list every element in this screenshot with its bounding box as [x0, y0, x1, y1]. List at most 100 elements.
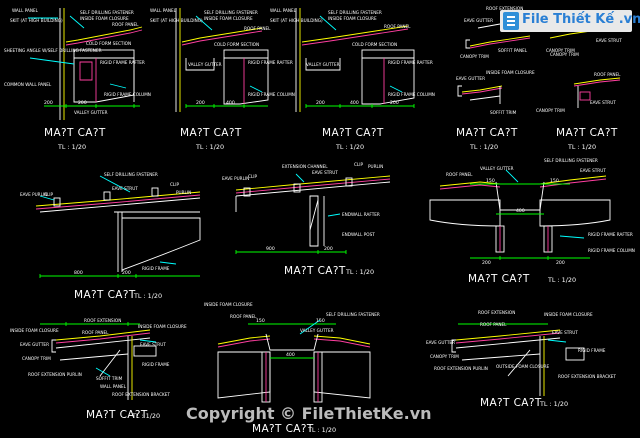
detail-scale: TL : 1/20	[345, 268, 374, 276]
detail-8-labels: SELF DRILLING FASTENER VALLEY GUTTER ROO…	[446, 158, 635, 266]
label: RIGID FRAME	[142, 266, 170, 271]
label: RIGID FRAME RAFTER	[248, 60, 293, 65]
label: VALLEY GUTTER	[188, 62, 222, 67]
label: SELF DRILLING FASTENER	[328, 10, 382, 15]
detail-scale: TL : 1/20	[335, 143, 364, 151]
dimension: 150	[256, 318, 265, 324]
dimension: 400	[350, 100, 359, 106]
label: VALLEY GUTTER	[306, 62, 340, 67]
detail-6: SELF DRILLING FASTENER EAVE STRUT CLIP P…	[20, 172, 201, 301]
label: EAVE GUTTER	[426, 340, 455, 345]
dimension: 400	[226, 100, 235, 106]
label: RIGID FRAME	[578, 348, 606, 353]
dimension: 200	[390, 100, 399, 106]
label: RIGID FRAME RAFTER	[388, 60, 433, 65]
label: INSIDE FOAM CLOSURE	[486, 70, 535, 75]
detail-title: MA?T CA?T	[284, 265, 346, 277]
label: EAVE STRUT	[590, 100, 616, 105]
label: PURLIN	[368, 164, 383, 169]
label: RIGID FRAME COLUMN	[388, 92, 435, 97]
label: CLIP	[170, 182, 179, 187]
label: CANOPY TRIM	[550, 52, 579, 57]
detail-11-labels: ROOF EXTENSION ROOF PANEL INSIDE FOAM CL…	[426, 310, 616, 379]
detail-title: MA?T CA?T	[556, 127, 618, 139]
label: INSIDE FOAM CLOSURE	[80, 16, 129, 21]
detail-3: WALL PANEL SKIT (AT HIGH BUILDING) SELF …	[270, 8, 435, 151]
detail-11: ROOF EXTENSION ROOF PANEL INSIDE FOAM CL…	[426, 310, 616, 409]
site-logo[interactable]: File Thiết Kế .vn	[500, 10, 640, 32]
label: CLIP	[248, 174, 257, 179]
detail-scale: TL : 1/20	[469, 143, 498, 151]
dimension: 900	[266, 246, 275, 252]
label: ROOF PANEL	[82, 330, 109, 335]
detail-scale: TL : 1/20	[547, 276, 576, 284]
label: RIGID FRAME COLUMN	[104, 92, 151, 97]
detail-6-geometry	[35, 175, 201, 278]
label: EXTENSION CHANNEL	[282, 164, 328, 169]
detail-4: ROOF EXTENSION EAVE GUTTER CANOPY TRIM S…	[456, 6, 621, 151]
label: CANOPY TRIM	[536, 108, 565, 113]
label: VALLEY GUTTER	[300, 328, 334, 333]
label: WALL PANEL	[150, 8, 177, 13]
detail-title: MA?T CA?T	[252, 423, 314, 435]
dimension: 200	[482, 260, 491, 266]
dimension: 150	[486, 178, 495, 184]
detail-title: MA?T CA?T	[74, 289, 136, 301]
dimension: 200	[122, 270, 131, 276]
label: ROOF PANEL	[384, 24, 411, 29]
label: EAVE STRUT	[552, 330, 578, 335]
label: RIGID FRAME RAFTER	[100, 60, 145, 65]
label: EAVE PURLIN	[222, 176, 249, 181]
label: INSIDE FOAM CLOSURE	[328, 16, 377, 21]
label: SHEETING ANGLE W/SELF DRILLING FASTENER	[4, 48, 102, 53]
detail-title: MA?T CA?T	[480, 397, 542, 409]
label: WALL PANEL	[12, 8, 39, 13]
dimension: 150	[550, 178, 559, 184]
label: CLIP	[354, 162, 363, 167]
dimension: 200	[324, 246, 333, 252]
label: ENDWALL RAFTER	[342, 212, 380, 217]
label: CANOPY TRIM	[546, 48, 575, 53]
detail-1-labels: WALL PANEL SKIT (AT HIGH BUILDING) SELF …	[4, 8, 151, 115]
dimension: 200	[44, 100, 53, 106]
dimension: 200	[556, 260, 565, 266]
detail-2: WALL PANEL SKIT (AT HIGH BUILDING) SELF …	[150, 8, 295, 151]
label: SKIT (AT HIGH BUILDING)	[270, 18, 323, 23]
detail-4-labels: ROOF EXTENSION EAVE GUTTER CANOPY TRIM S…	[456, 6, 621, 115]
detail-10: INSIDE FOAM CLOSURE ROOF PANEL SELF DRIL…	[204, 302, 380, 435]
label: SELF DRILLING FASTENER	[326, 312, 380, 317]
label: RIGID FRAME	[142, 362, 170, 367]
label: CANOPY TRIM	[22, 356, 51, 361]
label: ROOF PANEL	[230, 314, 257, 319]
detail-scale: TL : 1/20	[131, 412, 160, 420]
detail-2-labels: WALL PANEL SKIT (AT HIGH BUILDING) SELF …	[150, 8, 295, 106]
detail-4-geometry	[457, 23, 531, 104]
label: VALLEY GUTTER	[74, 110, 108, 115]
label: SKIT (AT HIGH BUILDING)	[10, 18, 63, 23]
detail-scale: TL : 1/20	[57, 143, 86, 151]
detail-scale: TL : 1/20	[539, 400, 568, 408]
label: EAVE GUTTER	[464, 18, 493, 23]
label: ROOF EXTENSION	[84, 318, 121, 323]
detail-title: MA?T CA?T	[456, 127, 518, 139]
detail-7: EXTENSION CHANNEL CLIP EAVE STRUT PURLIN…	[222, 162, 391, 277]
detail-title: MA?T CA?T	[86, 409, 148, 421]
label: ROOF EXTENSION PURLIN	[434, 366, 488, 371]
dimension: 200	[316, 100, 325, 106]
label: EAVE STRUT	[596, 38, 622, 43]
detail-3-labels: WALL PANEL SKIT (AT HIGH BUILDING) SELF …	[270, 8, 435, 106]
label: COLD FORM SECTION	[86, 41, 131, 46]
label: EAVE STRUT	[140, 342, 166, 347]
label: ROOF PANEL	[112, 22, 139, 27]
label: ROOF PANEL	[244, 26, 271, 31]
label: RIGID FRAME COLUMN	[588, 248, 635, 253]
dimension: 200	[78, 100, 87, 106]
label: EAVE GUTTER	[20, 342, 49, 347]
document-icon	[503, 12, 519, 30]
label: COMMON WALL PANEL	[4, 82, 52, 87]
label: INSIDE FOAM CLOSURE	[204, 16, 253, 21]
dimension: 800	[74, 270, 83, 276]
detail-7-labels: EXTENSION CHANNEL CLIP EAVE STRUT PURLIN…	[222, 162, 383, 252]
label: SKIT (AT HIGH BUILDING)	[150, 18, 203, 23]
dimension: 150	[316, 318, 325, 324]
